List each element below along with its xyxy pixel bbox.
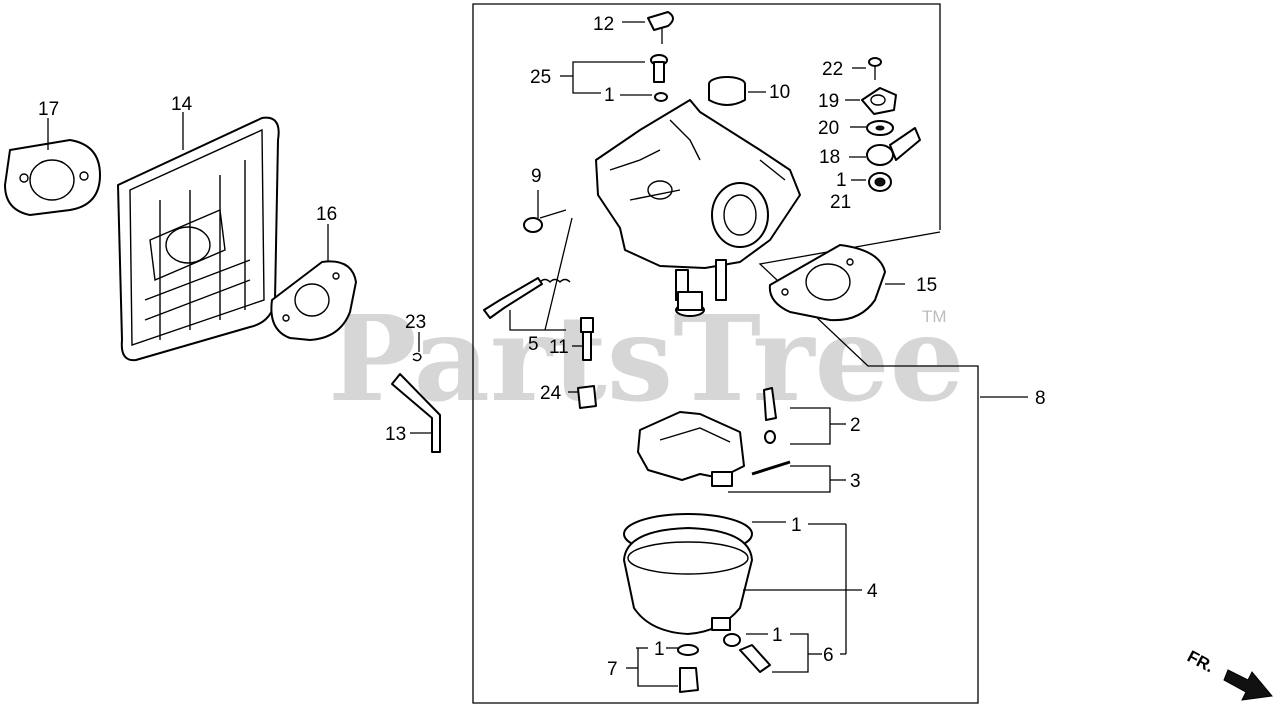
callout-12: 12 [593, 14, 614, 35]
callout-25: 25 [530, 67, 551, 88]
insulator-plate-14 [117, 116, 280, 362]
screw-25 [650, 54, 668, 102]
watermark-trademark: TM [922, 307, 947, 326]
callout-23: 23 [405, 312, 426, 333]
callout-11: 11 [549, 337, 569, 358]
callout-9: 9 [531, 166, 542, 187]
gasket-16 [270, 260, 357, 341]
main-jet-24 [577, 385, 597, 409]
callout-10: 10 [769, 82, 790, 103]
callout-3: 3 [850, 471, 861, 492]
callout-1-gasket: 1 [791, 515, 802, 536]
carburetor-body [595, 99, 801, 317]
callout-20: 20 [818, 118, 839, 139]
pilot-screw-5 [483, 277, 571, 319]
callout-18: 18 [819, 147, 840, 168]
cap-10 [708, 76, 746, 106]
direction-marker: FR. [1184, 647, 1273, 701]
plate-19 [861, 87, 897, 115]
callout-19: 19 [818, 91, 839, 112]
lever-18 [866, 127, 921, 166]
float [637, 411, 745, 487]
callout-7: 7 [607, 659, 618, 680]
callout-8: 8 [1035, 388, 1046, 409]
callout-1-top: 1 [604, 85, 615, 106]
seal-21 [868, 172, 892, 192]
callout-1-washer-right: 1 [772, 625, 783, 646]
callout-13: 13 [385, 424, 406, 445]
callout-24: 24 [540, 383, 562, 404]
callout-4: 4 [867, 581, 878, 602]
clip-23 [412, 352, 422, 362]
callout-14: 14 [171, 94, 193, 115]
screw-22 [868, 57, 882, 80]
gasket-17 [4, 139, 101, 216]
drain-bolt-6 [723, 633, 771, 673]
emulsion-tube-11 [580, 317, 594, 361]
float-chamber-4 [623, 527, 753, 635]
callout-16: 16 [316, 204, 337, 225]
callout-15: 15 [916, 275, 937, 296]
float-pin-3 [751, 460, 791, 476]
screw-9 [523, 209, 567, 233]
float-valve-2 [763, 387, 777, 444]
direction-label: FR. [1184, 647, 1217, 677]
drain-bolt-7 [677, 644, 699, 693]
gasket-15 [768, 244, 886, 322]
callout-6: 6 [823, 645, 834, 666]
tube-13 [391, 373, 441, 453]
washer-20 [866, 120, 894, 136]
callout-2: 2 [850, 415, 861, 436]
arrow-right-down-icon [1223, 669, 1273, 701]
callout-22: 22 [822, 59, 843, 80]
lever-12 [647, 11, 674, 44]
callout-17: 17 [38, 99, 59, 120]
callout-5: 5 [528, 334, 539, 355]
callout-1-right: 1 [836, 170, 847, 191]
callout-1-washer-left: 1 [654, 639, 665, 660]
callout-21: 21 [830, 192, 851, 213]
